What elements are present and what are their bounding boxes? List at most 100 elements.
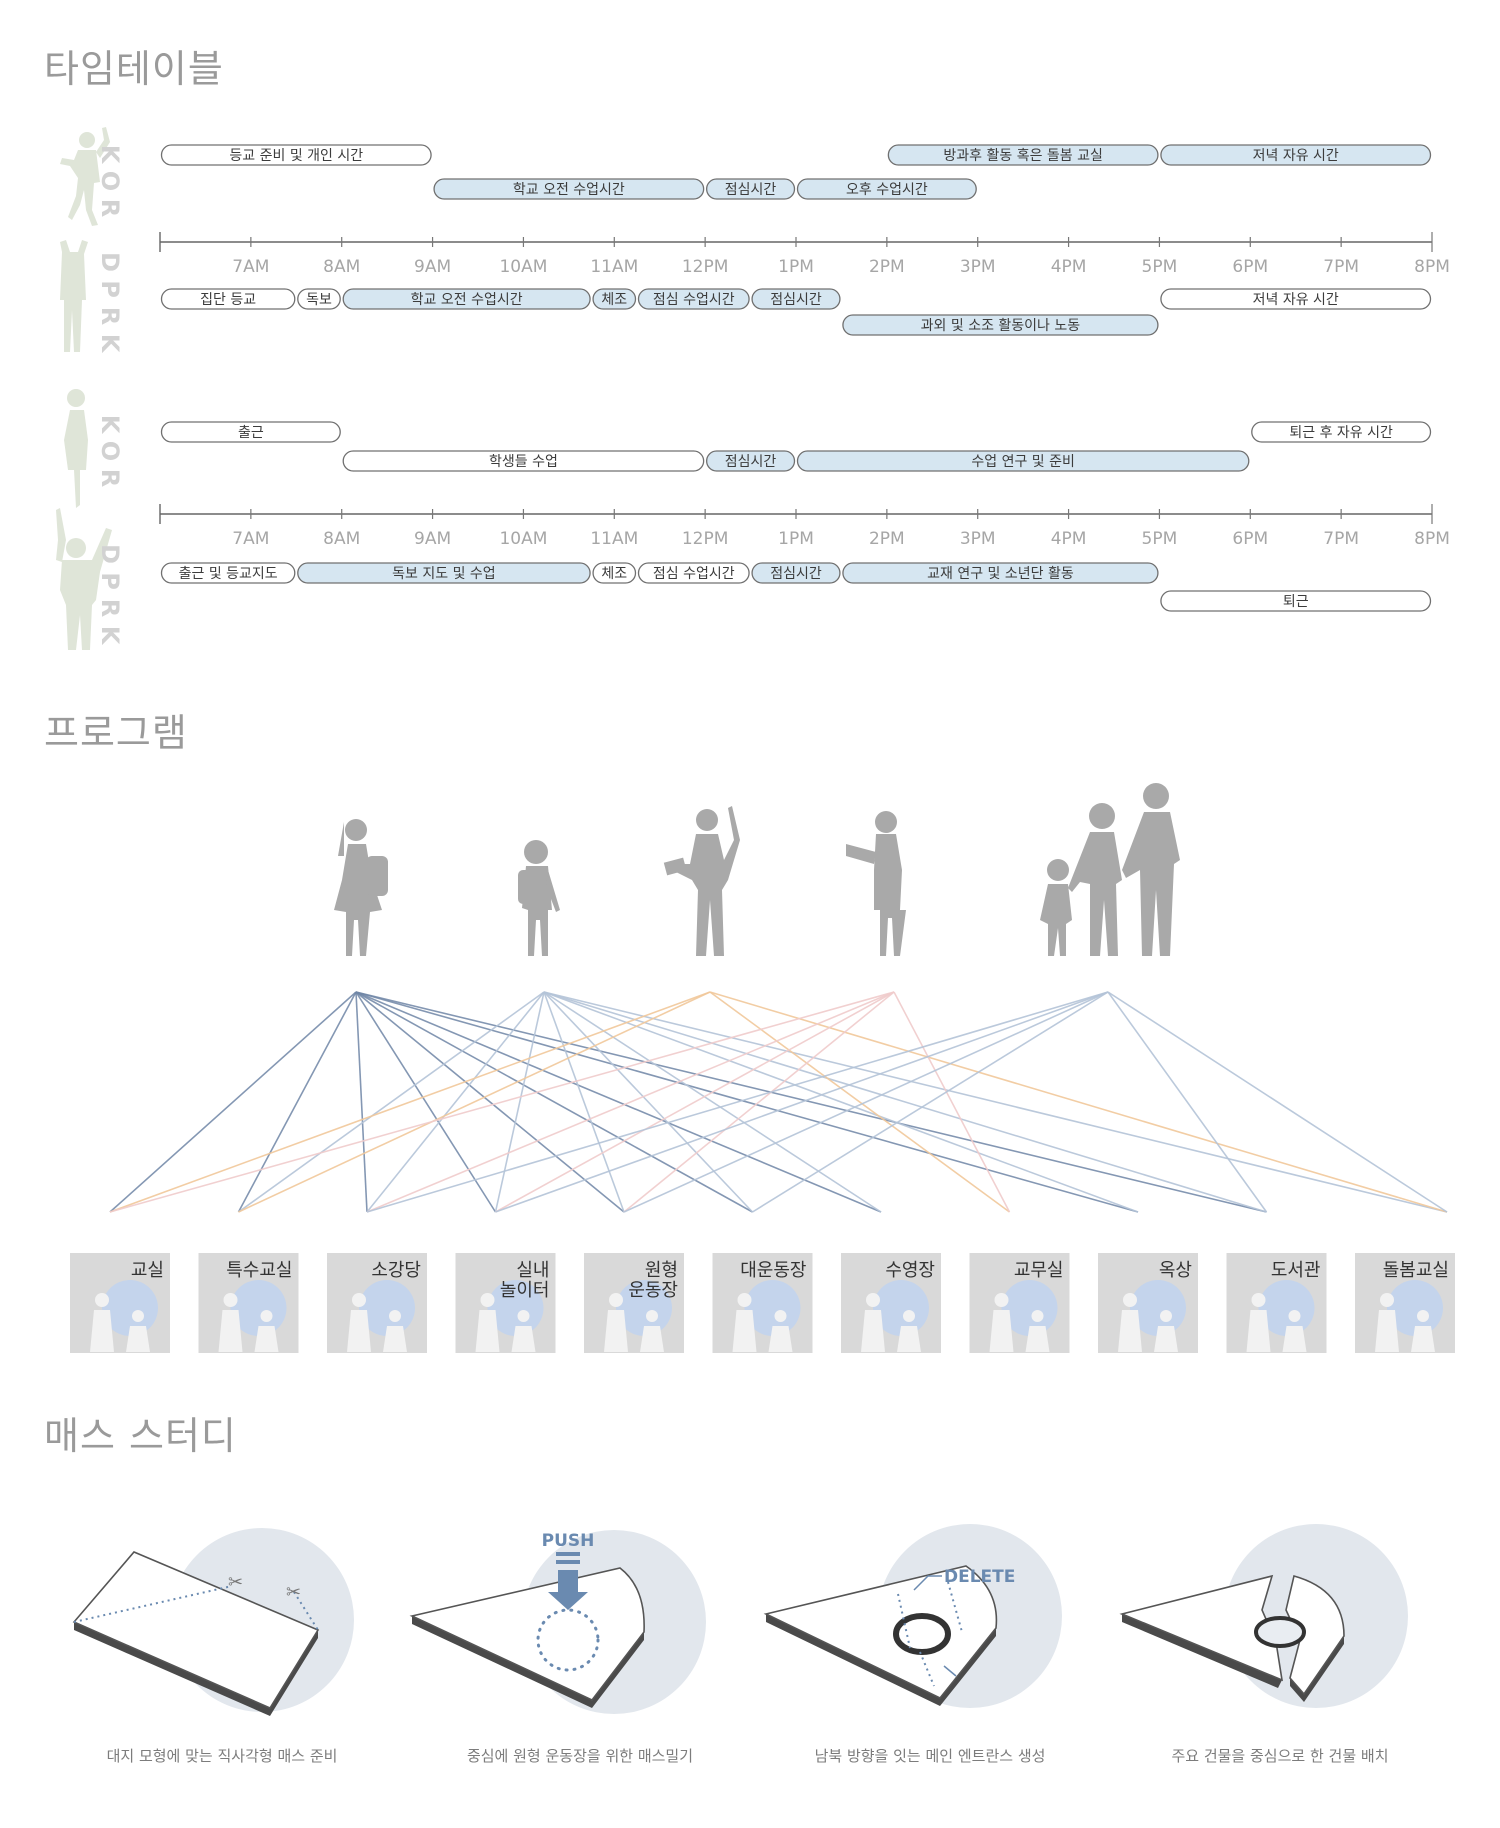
- program-space-tile: 도서관: [1226, 1253, 1327, 1353]
- schedule-bar-label: 출근 및 등교지도: [179, 566, 278, 582]
- space-pictogram-icon: [1118, 1293, 1178, 1352]
- user-space-connection: [543, 991, 882, 1213]
- space-pictogram-icon: [90, 1293, 150, 1352]
- user-space-connection: [893, 991, 1011, 1213]
- user-space-connection: [109, 991, 357, 1213]
- program-space-tile: 수영장: [841, 1253, 941, 1353]
- country-label-letter: D: [96, 252, 124, 272]
- schedule-bar: 저녁 자유 시간: [1160, 288, 1432, 310]
- schedule-bar: 학교 오전 수업시간: [433, 178, 705, 200]
- mass-caption-2: 중심에 원형 운동장을 위한 매스밀기: [466, 1747, 694, 1765]
- scissors-icon: ✂: [228, 1572, 243, 1593]
- axis-tick-label: 1PM: [778, 529, 814, 549]
- axis-tick-label: 4PM: [1051, 529, 1087, 549]
- user-space-connection: [355, 991, 882, 1213]
- male-teacher-icon: [663, 806, 740, 956]
- axis-tick-label: 9AM: [414, 257, 451, 277]
- program-space-tile: 교무실: [969, 1253, 1070, 1353]
- schedule-bar: 독보: [297, 288, 341, 310]
- mass-caption-4: 주요 건물을 중심으로 한 건물 배치: [1171, 1747, 1389, 1765]
- schedule-bar: 수업 연구 및 준비: [796, 450, 1250, 472]
- user-space-connection: [709, 991, 1010, 1213]
- axis-tick-label: 7PM: [1323, 529, 1359, 549]
- schedule-bar: 점심시간: [705, 178, 796, 200]
- axis-tick-label: 6PM: [1232, 529, 1268, 549]
- schedule-bar-label: 등교 준비 및 개인 시간: [229, 148, 363, 164]
- dotted-circle: [536, 1608, 600, 1672]
- user-space-connection: [709, 991, 1448, 1213]
- program-space-label: 실내: [516, 1260, 549, 1281]
- space-pictogram-icon: [732, 1293, 793, 1352]
- axis-tick-label: 12PM: [682, 529, 729, 549]
- user-space-connection: [238, 991, 545, 1213]
- axis-tick-label: 12PM: [682, 257, 729, 277]
- schedule-bar: 과외 및 소조 활동이나 노동: [842, 314, 1159, 336]
- user-space-connection: [623, 991, 895, 1213]
- user-space-connection: [494, 991, 545, 1213]
- user-space-connection: [543, 991, 625, 1213]
- space-highlight-circle: [1387, 1280, 1443, 1336]
- schedule-bar-label: 점심시간: [725, 182, 777, 198]
- schedule-bar-label: 저녁 자유 시간: [1253, 148, 1339, 164]
- axis-tick-label: 4PM: [1051, 257, 1087, 277]
- space-highlight-circle: [1001, 1280, 1058, 1336]
- schedule-bar: 퇴근: [1160, 590, 1432, 612]
- space-pictogram-icon: [1246, 1293, 1307, 1352]
- delete-label: DELETE: [944, 1567, 1015, 1587]
- program-space-label: 도서관: [1271, 1260, 1321, 1281]
- mass-step-1: ✂ ✂: [72, 1528, 354, 1716]
- user-space-connection: [355, 991, 497, 1213]
- female-teacher-icon: [846, 811, 906, 956]
- user-space-connection: [752, 991, 1109, 1213]
- program-space-label: 원형: [645, 1260, 678, 1281]
- axis-tick-label: 9AM: [414, 529, 451, 549]
- mass-caption-3: 남북 방향을 잇는 메인 엔트란스 생성: [814, 1747, 1046, 1765]
- program-space-label: 옥상: [1159, 1260, 1192, 1281]
- country-label-letter: K: [96, 626, 124, 646]
- space-highlight-circle: [744, 1280, 801, 1336]
- schedule-bar: 출근 및 등교지도: [160, 562, 296, 584]
- country-label-letter: P: [96, 572, 124, 590]
- mass-caption-1: 대지 모형에 맞는 직사각형 매스 준비: [106, 1747, 338, 1765]
- schedule-bar: 오후 수업시간: [796, 178, 977, 200]
- user-space-connection: [355, 991, 1139, 1213]
- space-highlight-circle: [616, 1280, 672, 1336]
- dprk-student-silhouette-icon: [60, 240, 88, 352]
- schedule-bar-label: 퇴근 후 자유 시간: [1289, 425, 1393, 441]
- schedule-bar-label: 오후 수업시간: [846, 182, 928, 198]
- kor-teacher-silhouette-icon: [64, 389, 88, 508]
- axis-tick-label: 6PM: [1232, 257, 1268, 277]
- schedule-bar: 방과후 활동 혹은 돌봄 교실: [887, 144, 1159, 166]
- section-title-timetable: 타임테이블: [44, 47, 224, 91]
- schedule-bar: 학교 오전 수업시간: [342, 288, 591, 310]
- axis-tick-label: 1PM: [778, 257, 814, 277]
- schedule-bar-label: 독보 지도 및 수업: [392, 566, 496, 582]
- program-space-label: 놀이터: [500, 1280, 550, 1301]
- program-space-label: 교무실: [1014, 1260, 1064, 1281]
- schedule-bar: 체조: [592, 288, 637, 310]
- schedule-bar: 저녁 자유 시간: [1160, 144, 1432, 166]
- user-space-connection: [355, 991, 1267, 1213]
- space-highlight-circle: [359, 1280, 415, 1336]
- user-space-connection: [238, 991, 711, 1213]
- space-highlight-circle: [487, 1280, 544, 1336]
- mass-step-4: [1119, 1524, 1408, 1708]
- axis-tick-label: 11AM: [590, 257, 638, 277]
- space-pictogram-icon: [475, 1293, 536, 1352]
- program-space-label: 수영장: [885, 1260, 935, 1281]
- axis-tick-label: 5PM: [1142, 257, 1178, 277]
- user-space-connection: [495, 991, 895, 1213]
- program-space-label: 운동장: [628, 1280, 678, 1301]
- push-label: PUSH: [542, 1531, 595, 1551]
- user-space-connection: [366, 991, 1109, 1213]
- country-label-letter: R: [96, 599, 124, 617]
- space-pictogram-icon: [604, 1293, 664, 1352]
- schedule-bar-label: 점심시간: [770, 566, 822, 582]
- program-space-label: 특수교실: [226, 1260, 292, 1281]
- schedule-bar-label: 수업 연구 및 준비: [971, 454, 1075, 470]
- section-title-program: 프로그램: [44, 711, 188, 755]
- axis-tick-label: 10AM: [499, 257, 547, 277]
- schedule-bar: 점심 수업시간: [637, 288, 750, 310]
- schedule-bar: 점심시간: [705, 450, 796, 472]
